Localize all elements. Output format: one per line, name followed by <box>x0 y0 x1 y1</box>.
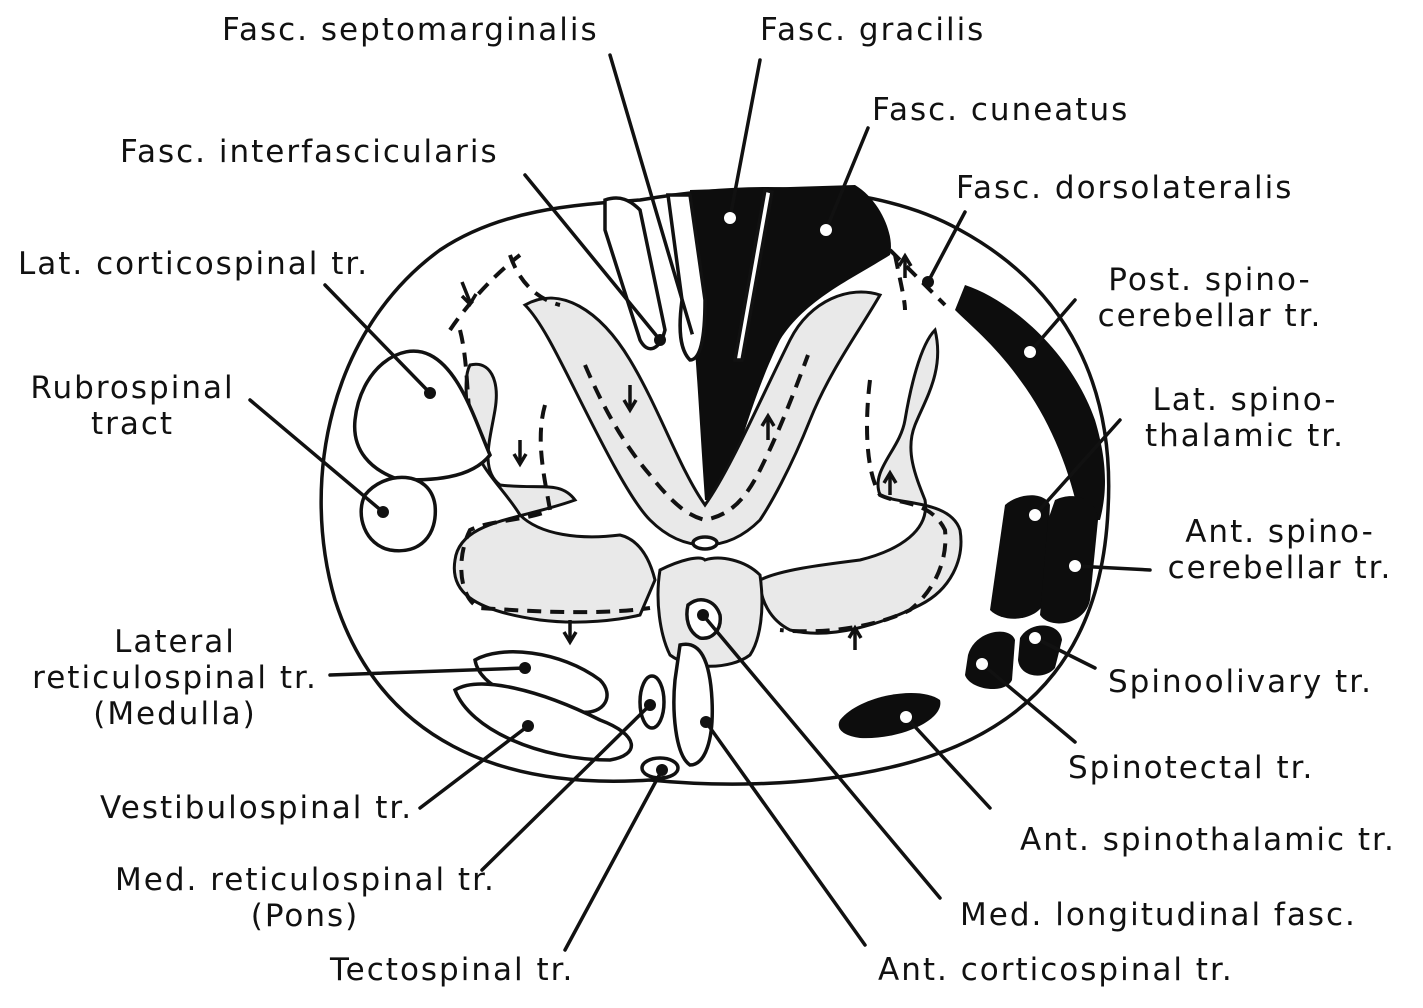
label-ant-spinothalamic: Ant. spinothalamic tr. <box>1020 822 1396 858</box>
label-rubrospinal: Rubrospinal tract <box>30 370 235 442</box>
label-med-reticulospinal: Med. reticulospinal tr. (Pons) <box>115 862 496 934</box>
dashed-boundary-top <box>508 254 907 311</box>
arrow-down-icon <box>622 385 638 414</box>
gracilis-cuneatus-divider <box>732 187 775 362</box>
label-lat-corticospinal: Lat. corticospinal tr. <box>18 246 370 282</box>
dot-spinoolivary <box>1029 632 1041 644</box>
dot-fasc-dorsolateralis <box>922 276 934 288</box>
leader-spinoolivary <box>1033 636 1097 670</box>
leader-rubrospinal <box>248 398 385 514</box>
leader-med-longitudinal <box>701 613 942 900</box>
fasc-interfascicularis-tract <box>603 196 667 351</box>
dot-med-reticulospinal <box>644 699 656 711</box>
gray-matter-right-horn <box>758 327 963 635</box>
leader-spinotectal <box>980 662 1077 744</box>
dot-med-longitudinal <box>697 609 709 621</box>
leader-lat-corticospinal <box>323 283 432 395</box>
dot-fasc-gracilis <box>724 212 736 224</box>
leader-lateral-reticulospinal <box>328 666 527 677</box>
dot-fasc-septomarginalis <box>688 334 700 346</box>
label-med-longitudinal: Med. longitudinal fasc. <box>960 897 1357 933</box>
vestibulospinal-tract <box>452 682 633 762</box>
arrow-down-icon <box>460 281 478 307</box>
spinotectal-region <box>965 631 1015 690</box>
dot-fasc-cuneatus <box>820 224 832 236</box>
leader-fasc-interfascicularis <box>523 173 662 342</box>
dot-fasc-interfascicularis <box>654 334 666 346</box>
label-lat-spinothalamic: Lat. spino- thalamic tr. <box>1144 382 1346 454</box>
label-fasc-interfascicularis: Fasc. interfascicularis <box>120 134 499 170</box>
arrow-down-icon <box>562 620 578 646</box>
leader-fasc-dorsolateralis <box>926 210 967 284</box>
dot-spinotectal <box>976 658 988 670</box>
leader-fasc-septomarginalis <box>608 53 696 342</box>
leader-ant-spinothalamic <box>904 715 992 810</box>
central-canal <box>691 535 719 551</box>
label-spinoolivary: Spinoolivary tr. <box>1108 664 1373 700</box>
label-fasc-septomarginalis: Fasc. septomarginalis <box>222 12 599 48</box>
fasc-septomarginalis-tract <box>666 193 707 362</box>
dot-ant-spinothalamic <box>900 711 912 723</box>
arrow-up-icon <box>897 252 913 278</box>
rubrospinal-tract <box>359 475 438 553</box>
lat-spinothalamic-region <box>990 495 1050 619</box>
gray-matter <box>522 290 883 547</box>
label-ant-corticospinal: Ant. corticospinal tr. <box>878 952 1234 988</box>
label-ant-spinocerebellar: Ant. spino- cerebellar tr. <box>1167 514 1393 586</box>
dot-post-spinocerebellar <box>1024 346 1036 358</box>
dot-vestibulospinal <box>522 720 534 732</box>
arrow-up-icon <box>847 624 863 650</box>
leader-med-reticulospinal <box>480 703 652 872</box>
leader-ant-corticospinal <box>704 720 867 947</box>
label-spinotectal: Spinotectal tr. <box>1068 750 1315 786</box>
dot-lateral-reticulospinal <box>519 662 531 674</box>
dot-tectospinal <box>656 764 668 776</box>
label-fasc-dorsolateralis: Fasc. dorsolateralis <box>956 170 1294 206</box>
arrow-down-icon <box>512 440 528 468</box>
leader-tectospinal <box>563 768 664 952</box>
leader-fasc-cuneatus <box>824 126 870 232</box>
label-post-spinocerebellar: Post. spino- cerebellar tr. <box>1097 262 1323 334</box>
gray-matter-left-horn <box>452 362 657 624</box>
dot-lat-corticospinal <box>424 387 436 399</box>
arrow-up-icon <box>760 412 776 440</box>
label-fasc-cuneatus: Fasc. cuneatus <box>872 92 1130 128</box>
dot-lat-spinothalamic <box>1029 509 1041 521</box>
dot-ant-spinocerebellar <box>1069 560 1081 572</box>
dot-ant-corticospinal <box>700 716 712 728</box>
dot-rubrospinal <box>377 506 389 518</box>
label-fasc-gracilis: Fasc. gracilis <box>760 12 986 48</box>
leader-fasc-gracilis <box>728 58 762 220</box>
arrow-up-icon <box>882 469 898 495</box>
lat-corticospinal-tract <box>352 349 493 482</box>
leader-post-spinocerebellar <box>1028 298 1077 354</box>
label-tectospinal: Tectospinal tr. <box>330 952 575 988</box>
ant-corticospinal-tract <box>672 642 715 767</box>
label-lateral-reticulospinal: Lateral reticulospinal tr. (Medulla) <box>32 624 318 732</box>
leader-vestibulospinal <box>418 724 530 810</box>
leader-ant-spinocerebellar <box>1073 564 1152 572</box>
label-vestibulospinal: Vestibulospinal tr. <box>100 790 414 826</box>
ant-spinocerebellar-region <box>1040 496 1098 624</box>
spinoolivary-region <box>1018 625 1062 676</box>
dashed-boundary-center <box>583 354 810 523</box>
post-spinocerebellar-region <box>955 285 1105 520</box>
leader-lat-spinothalamic <box>1033 418 1122 517</box>
fasc-gracilis-cuneatus-region <box>690 185 891 500</box>
